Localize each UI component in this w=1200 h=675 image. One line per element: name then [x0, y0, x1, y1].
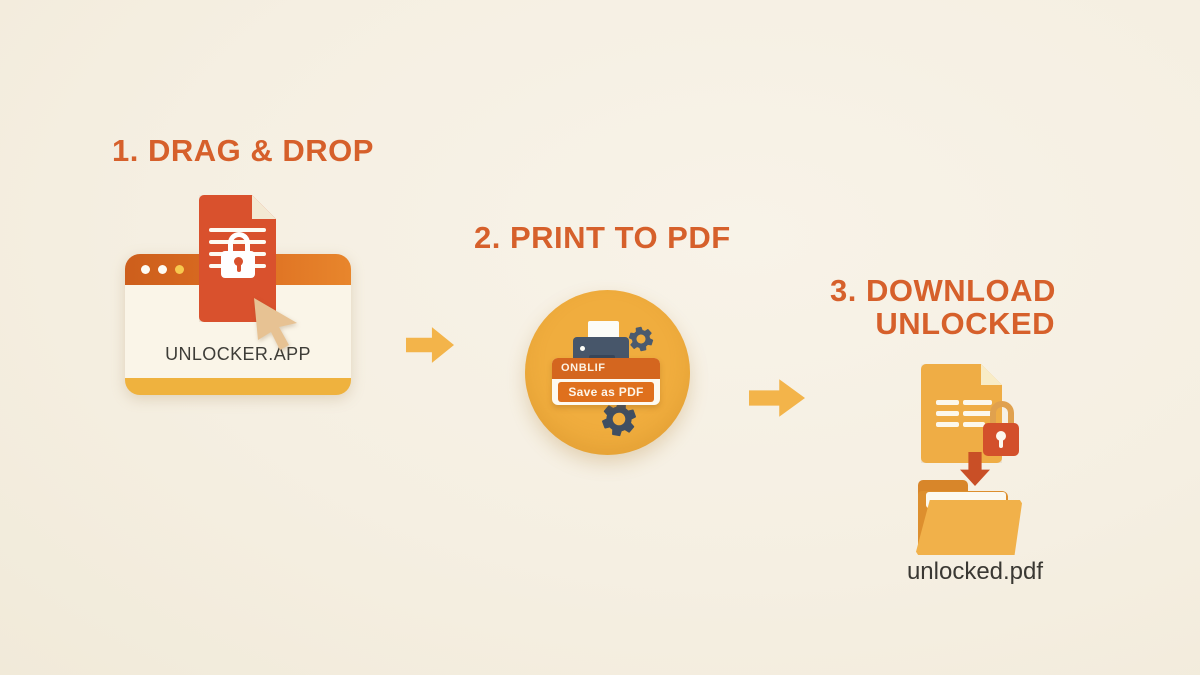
window-dot-icon: [158, 265, 167, 274]
doc-text-line: [936, 400, 959, 405]
window-dot-icon: [141, 265, 150, 274]
doc-text-line: [963, 422, 985, 427]
save-as-pdf-button: Save as PDF: [558, 382, 654, 402]
browser-bottom-bar: [125, 378, 351, 395]
keyhole: [996, 431, 1006, 441]
lock-icon: [983, 389, 1019, 458]
locked-document-icon: [199, 195, 276, 322]
doc-text-line: [963, 400, 992, 405]
window-dot-icon: [175, 265, 184, 274]
keyhole: [234, 257, 243, 266]
doc-text-line: [963, 411, 992, 416]
page-fold-corner: [252, 195, 276, 219]
gear-icon: [602, 401, 636, 437]
doc-text-line: [936, 422, 959, 427]
step2-title: 2. PRINT TO PDF: [474, 220, 731, 255]
right-arrow-icon: [749, 379, 805, 417]
step1-title: 1. DRAG & DROP: [112, 133, 374, 168]
step3-title-line1: 3. DOWNLOAD: [830, 273, 1056, 308]
app-name-label: UNLOCKER.APP: [165, 344, 311, 364]
right-arrow-icon: [406, 327, 454, 363]
browser-window-dots: [141, 265, 184, 274]
step3-title-line2: UNLOCKED: [875, 306, 1055, 341]
lock-body: [983, 423, 1019, 456]
print-dialog-header: ONBLIF: [552, 358, 660, 379]
gear-icon: [628, 326, 654, 352]
doc-text-line: [209, 228, 266, 232]
lock-shackle: [990, 401, 1014, 427]
cursor-pointer-icon: [254, 298, 297, 350]
lock-shackle: [228, 232, 250, 255]
lock-icon: [221, 251, 255, 278]
folder-front: [916, 500, 1022, 555]
doc-text-line: [936, 411, 959, 416]
printer-light: [580, 346, 585, 351]
page-fold-corner: [981, 364, 1002, 385]
step3-title: 3. DOWNLOAD UNLOCKED: [830, 274, 1055, 340]
keyhole-stem: [237, 263, 241, 272]
keyhole-stem: [999, 438, 1003, 448]
output-file-label: unlocked.pdf: [906, 558, 1044, 585]
print-dialog: ONBLIF Save as PDF: [552, 358, 660, 405]
